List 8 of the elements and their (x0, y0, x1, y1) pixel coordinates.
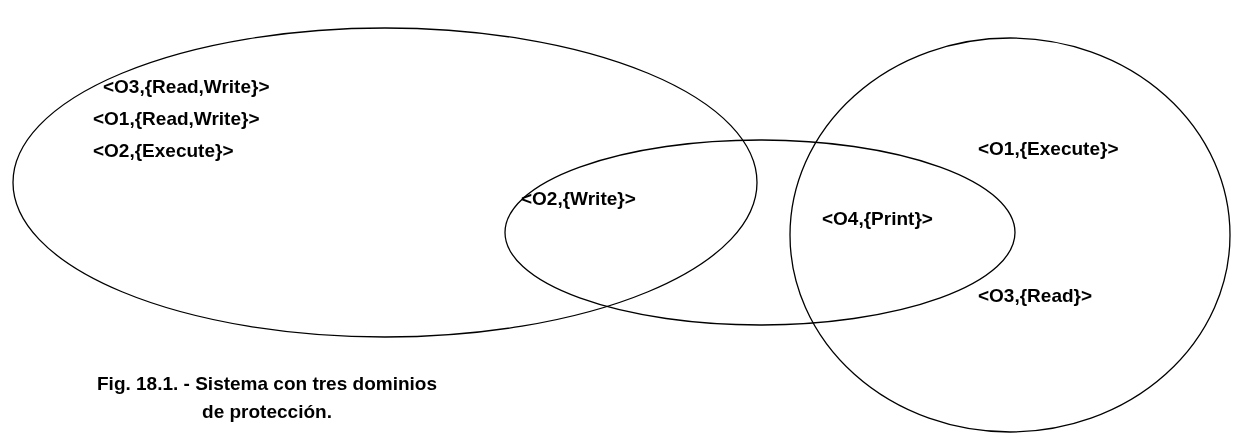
access-right-label: <O4,{Print}> (822, 208, 933, 230)
access-right-label: <O1,{Read,Write}> (93, 108, 260, 130)
access-right-label: <O3,{Read,Write}> (103, 76, 270, 98)
access-right-label: <O3,{Read}> (978, 285, 1093, 307)
access-right-label: <O1,{Execute}> (978, 138, 1119, 160)
access-right-label: <O2,{Execute}> (93, 140, 234, 162)
access-right-label: <O2,{Write}> (521, 188, 636, 210)
figure-caption: Fig. 18.1. - Sistema con tres dominios de protección. (96, 372, 438, 424)
